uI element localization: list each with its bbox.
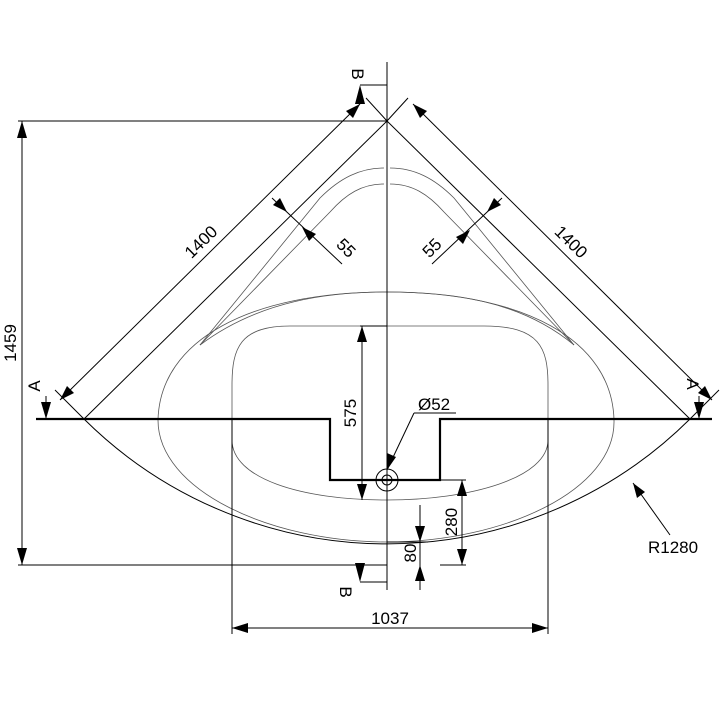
bowl-outer (157, 291, 615, 543)
dim-radius: R1280 (632, 482, 698, 557)
dim-280-label: 280 (442, 508, 461, 536)
dim-drain: Ø52 (386, 395, 456, 471)
section-b-bottom-marker: B (336, 563, 387, 598)
dim-drain-label: Ø52 (418, 395, 450, 414)
section-b-top-marker: B (348, 68, 387, 104)
dim-rim-right: 55 (419, 197, 503, 265)
dim-radius-label: R1280 (648, 538, 698, 557)
dim-height-total: 1459 (1, 120, 387, 566)
dim-depth-label: 575 (341, 399, 360, 427)
section-a-right-label: A (683, 378, 702, 390)
dim-280: 280 (440, 479, 467, 566)
dim-width-inner-label: 1037 (371, 609, 409, 628)
section-b-top-label: B (348, 68, 367, 79)
dim-height-total-label: 1459 (1, 324, 20, 362)
dim-rim-left: 55 (271, 197, 359, 265)
dim-rim-left-label: 55 (332, 235, 359, 262)
section-a-right-marker: A (683, 378, 704, 419)
dim-side-right: 1400 (386, 97, 720, 420)
dim-80: 80 (387, 505, 428, 590)
bowl-inner (231, 325, 549, 501)
section-a-left-label: A (25, 380, 44, 392)
dim-side-left-label: 1400 (181, 222, 221, 262)
dim-side-right-label: 1400 (551, 222, 591, 262)
section-a-cut-line (36, 417, 712, 482)
dim-rim-right-label: 55 (419, 235, 446, 262)
inner-rim-lines (199, 167, 575, 346)
dim-width-inner: 1037 (231, 420, 549, 634)
section-a-left-marker: A (25, 380, 51, 419)
dim-80-label: 80 (401, 544, 420, 563)
dim-depth: 575 (341, 325, 387, 500)
section-b-bottom-label: B (336, 586, 355, 597)
dim-side-left: 1400 (54, 97, 388, 420)
